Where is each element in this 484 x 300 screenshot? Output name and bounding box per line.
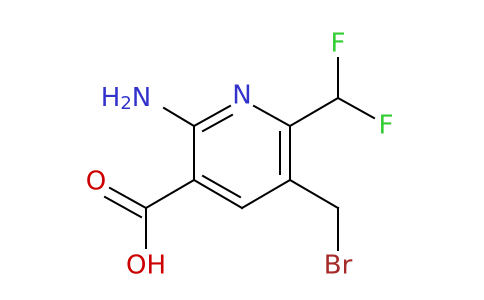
carbonyl-oxygen-label: O (86, 167, 106, 197)
fluorine-top-label: F (331, 29, 346, 59)
ring-nitrogen-label: N (232, 81, 251, 111)
atom-labels: H2N N F F O OH Br (86, 29, 394, 281)
bond-c2-amino (162, 106, 196, 128)
fluorine-right-label: F (379, 111, 394, 141)
bond-c6-chf2 (288, 96, 340, 128)
bond-c4-c3 (192, 178, 244, 210)
bond-c4-c3-inner (201, 174, 242, 199)
bond-n-c6 (252, 104, 292, 128)
pyridine-ring (192, 104, 292, 210)
amino-sub: 2 (120, 93, 131, 114)
bond-c2-n-inner (201, 113, 234, 133)
bond-c-o-double (108, 186, 148, 210)
bond-c5-ch2 (288, 178, 340, 210)
substituent-bonds (103, 57, 376, 251)
bond-c5-c4 (240, 178, 292, 210)
bond-c2-n (192, 104, 232, 128)
bond-c3-cooh (144, 178, 196, 210)
amino-label: H2N (101, 83, 151, 115)
amino-n: N (132, 83, 151, 113)
bond-c-o-double-inner (103, 195, 143, 219)
hydroxyl-label: OH (126, 251, 166, 281)
bond-c-f-right (336, 96, 376, 120)
amino-h: H (101, 83, 121, 113)
bromine-label: Br (324, 251, 353, 281)
